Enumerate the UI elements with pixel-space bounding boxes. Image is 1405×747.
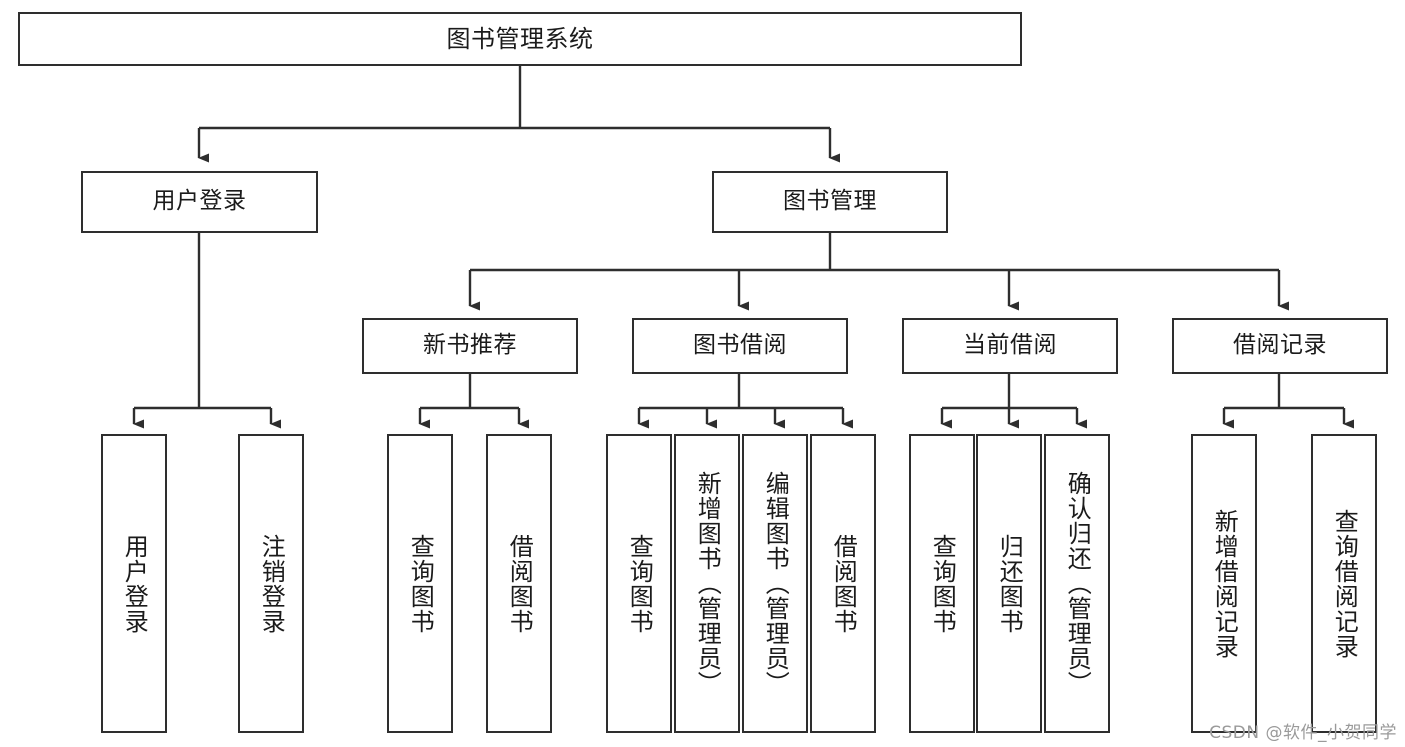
node-label: 注销登录 [257, 533, 286, 634]
node-leaf-logout-login[interactable]: 注销登录 [238, 434, 304, 733]
node-new-book-recommend[interactable]: 新书推荐 [362, 318, 578, 374]
node-book-borrow[interactable]: 图书借阅 [632, 318, 848, 374]
node-leaf-add-record[interactable]: 新增借阅记录 [1191, 434, 1257, 733]
node-label: 新书推荐 [423, 332, 517, 359]
node-label: 借阅记录 [1233, 332, 1327, 359]
node-label: 查询图书 [406, 533, 435, 634]
csdn-watermark: CSDN @软件_小贺同学 [1209, 723, 1397, 743]
node-label: 新增图书（管理员） [693, 471, 722, 696]
node-borrow-record[interactable]: 借阅记录 [1172, 318, 1388, 374]
node-leaf-edit-book[interactable]: 编辑图书（管理员） [742, 434, 808, 733]
node-label: 图书借阅 [693, 332, 787, 359]
node-leaf-confirm-return[interactable]: 确认归还（管理员） [1044, 434, 1110, 733]
node-label: 查询借阅记录 [1330, 508, 1359, 659]
node-label: 编辑图书（管理员） [761, 471, 790, 696]
node-book-management[interactable]: 图书管理 [712, 171, 948, 233]
node-label: 用户登录 [120, 533, 149, 634]
node-label: 确认归还（管理员） [1063, 471, 1092, 696]
node-leaf-query-book-2[interactable]: 查询图书 [606, 434, 672, 733]
node-leaf-query-book-3[interactable]: 查询图书 [909, 434, 975, 733]
node-label: 归还图书 [995, 533, 1024, 634]
node-leaf-borrow-book-2[interactable]: 借阅图书 [810, 434, 876, 733]
node-leaf-query-record[interactable]: 查询借阅记录 [1311, 434, 1377, 733]
node-label: 当前借阅 [963, 332, 1057, 359]
node-leaf-add-book[interactable]: 新增图书（管理员） [674, 434, 740, 733]
node-label: 新增借阅记录 [1210, 508, 1239, 659]
node-label: 图书管理 [783, 188, 877, 215]
node-leaf-query-book-1[interactable]: 查询图书 [387, 434, 453, 733]
node-leaf-user-login[interactable]: 用户登录 [101, 434, 167, 733]
node-user-login[interactable]: 用户登录 [81, 171, 318, 233]
node-label: 图书管理系统 [446, 24, 594, 53]
node-label: 借阅图书 [829, 533, 858, 634]
node-root-system[interactable]: 图书管理系统 [18, 12, 1022, 66]
node-leaf-borrow-book-1[interactable]: 借阅图书 [486, 434, 552, 733]
node-leaf-return-book[interactable]: 归还图书 [976, 434, 1042, 733]
node-label: 用户登录 [152, 188, 247, 215]
node-label: 借阅图书 [505, 533, 534, 634]
node-label: 查询图书 [928, 533, 957, 634]
node-label: 查询图书 [625, 533, 654, 634]
node-current-borrow[interactable]: 当前借阅 [902, 318, 1118, 374]
